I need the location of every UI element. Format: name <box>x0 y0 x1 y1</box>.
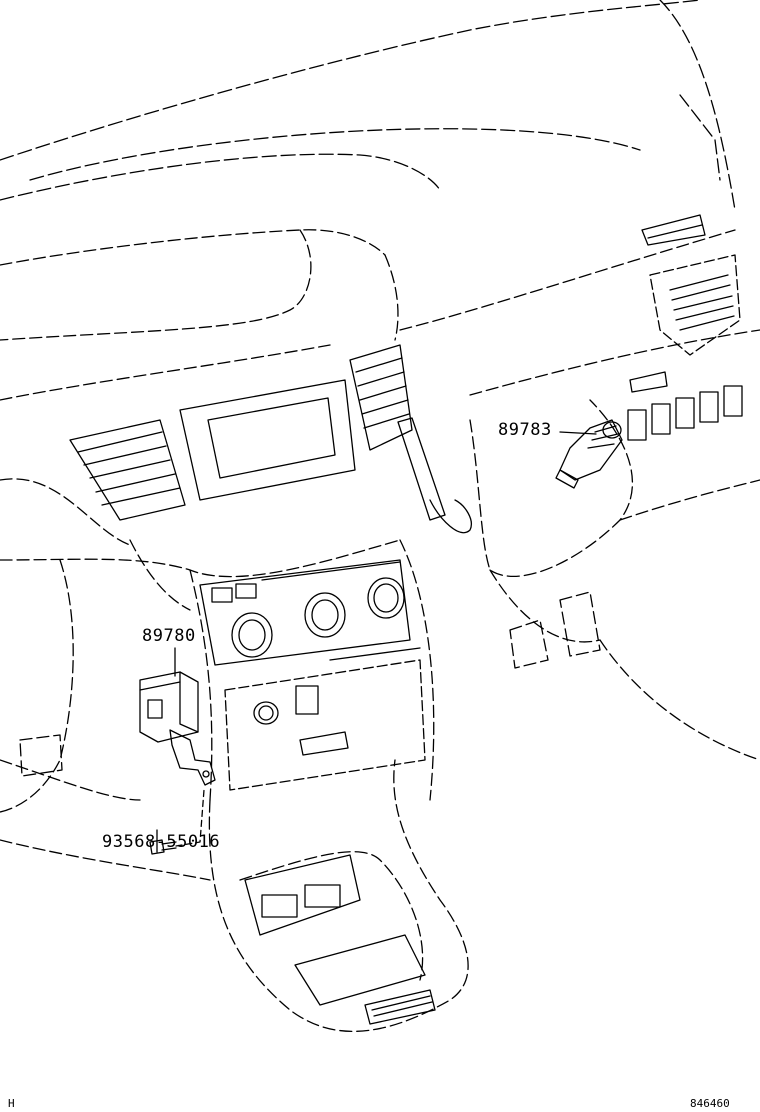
footer-left-code: H <box>8 1097 15 1110</box>
part-89783-drawing <box>555 419 623 489</box>
windshield-edge <box>0 0 736 211</box>
dash-top <box>0 229 760 401</box>
climate-knobs <box>199 559 411 666</box>
console-tray <box>244 854 436 1025</box>
label-89783: 89783 <box>498 420 552 440</box>
left-lower-dash <box>0 478 211 881</box>
bolt-93568-drawing <box>149 839 177 855</box>
left-air-vent <box>69 419 186 521</box>
footer-illustration-number: 846460 <box>690 1097 730 1110</box>
leader-89783 <box>559 431 597 435</box>
lower-controls <box>224 647 426 791</box>
steering-column-area <box>469 399 760 761</box>
label-93568-55016: 93568-55016 <box>102 832 221 852</box>
center-air-vent <box>349 344 413 451</box>
center-stack <box>0 539 435 801</box>
right-switch-panel <box>627 371 743 441</box>
label-89780: 89780 <box>142 626 196 646</box>
part-89780-drawing <box>139 671 216 786</box>
display-screen <box>179 379 356 501</box>
right-air-vent <box>641 214 741 356</box>
bolt-dashed-path <box>175 789 205 847</box>
shift-lever <box>397 417 472 534</box>
